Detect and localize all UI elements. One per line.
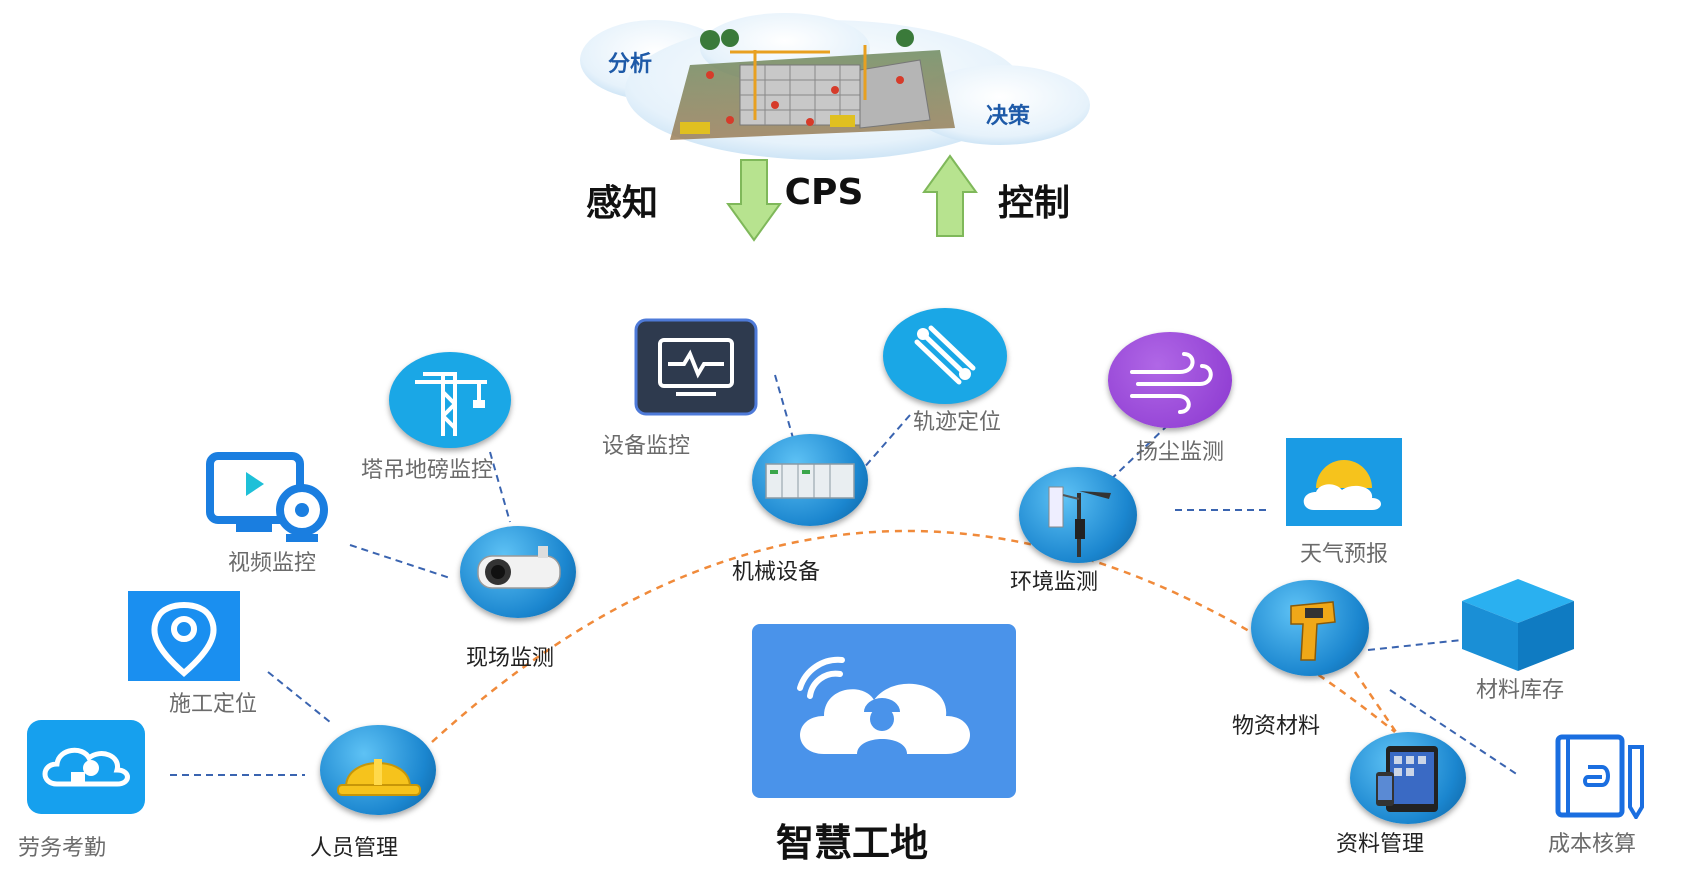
weather-label: 天气预报	[1299, 542, 1389, 567]
weather-icon	[1286, 438, 1402, 526]
cloud-right-lobe	[910, 65, 1090, 145]
material-stock-icon	[1458, 575, 1578, 675]
track-location-icon	[883, 308, 1007, 404]
link-video	[349, 544, 451, 579]
link-crane	[489, 451, 511, 523]
link-location	[267, 671, 331, 723]
main-arc	[431, 529, 1396, 743]
documents-label: 资料管理	[1335, 832, 1425, 857]
tower-crane-label: 塔吊地磅监控	[360, 458, 494, 483]
tower-crane-icon	[389, 352, 511, 448]
personnel-label: 人员管理	[309, 836, 399, 861]
labor-attendance-icon	[27, 720, 145, 814]
cost-accounting-label: 成本核算	[1547, 832, 1637, 857]
material-stock-label: 材料库存	[1475, 678, 1565, 703]
labor-attendance-label: 劳务考勤	[17, 836, 107, 861]
link-dust	[1104, 424, 1169, 486]
machinery-label: 机械设备	[731, 560, 821, 585]
location-pin-icon	[128, 591, 240, 681]
personnel-node-icon	[320, 725, 436, 815]
link-track	[861, 414, 911, 471]
environment-label: 环境监测	[1009, 570, 1099, 595]
equipment-monitor-icon	[634, 318, 758, 416]
equipment-monitor-label: 设备监控	[601, 434, 691, 459]
documents-node-icon	[1350, 732, 1466, 824]
link-stock	[1367, 639, 1463, 651]
cps-sense-label: 感知	[585, 183, 659, 224]
dust-monitor-label: 扬尘监测	[1135, 440, 1225, 465]
link-cost	[1389, 689, 1519, 776]
video-monitor-icon	[206, 450, 330, 546]
construction-site-scene	[670, 29, 955, 140]
dust-monitor-icon	[1108, 332, 1232, 428]
down-arrow	[726, 159, 782, 242]
cost-accounting-icon	[1544, 733, 1648, 819]
video-monitor-label: 视频监控	[227, 551, 317, 576]
materials-node-icon	[1251, 580, 1369, 676]
link-docs	[1353, 671, 1400, 736]
smart-site-icon	[752, 624, 1016, 798]
cloud-label-analysis: 分析	[608, 52, 653, 77]
cps-center-label: CPS	[784, 172, 864, 213]
site-monitor-node-icon	[460, 526, 576, 618]
environment-node-icon	[1019, 467, 1137, 563]
machinery-node-icon	[752, 434, 868, 526]
smart-site-title: 智慧工地	[775, 821, 929, 865]
cps-cloud-graphic	[580, 13, 1090, 160]
up-arrow	[922, 154, 978, 237]
cps-control-label: 控制	[997, 183, 1071, 224]
link-equip	[774, 374, 796, 446]
site-monitor-label: 现场监测	[465, 646, 555, 671]
cloud-label-decision: 决策	[986, 104, 1031, 129]
construction-location-label: 施工定位	[168, 692, 258, 717]
track-location-label: 轨迹定位	[912, 410, 1002, 435]
materials-label: 物资材料	[1231, 714, 1321, 739]
